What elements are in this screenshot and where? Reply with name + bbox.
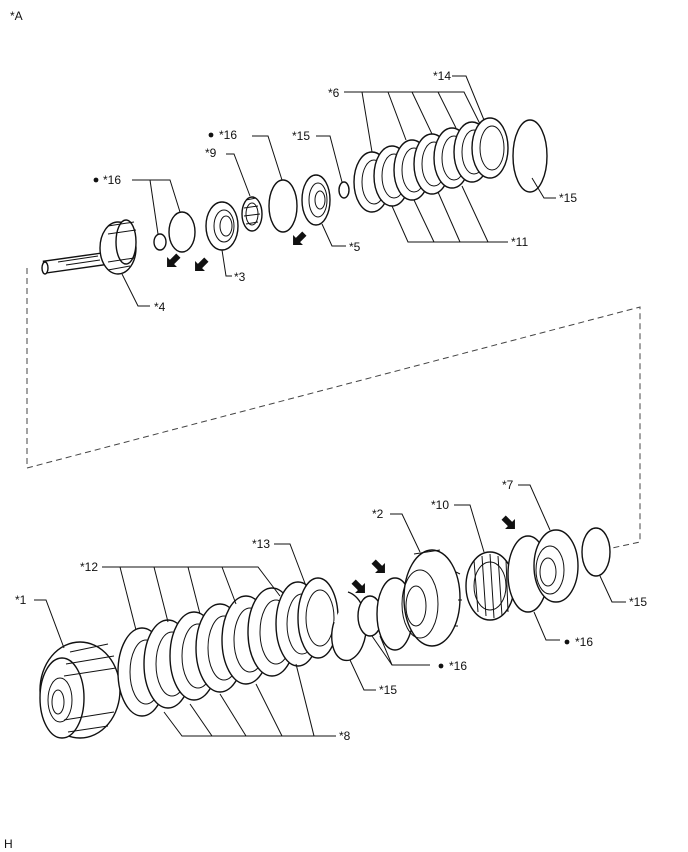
part-5-hub [301, 174, 331, 226]
install-arrow-icon [162, 250, 184, 272]
install-arrow-icon [498, 512, 520, 534]
callout-11: *11 [511, 235, 528, 249]
part-1-clutch-drum [39, 641, 121, 739]
install-arrow-icon [288, 228, 310, 250]
bullet-dot-icon [564, 639, 570, 645]
o-ring-16-large [268, 179, 298, 233]
callout-10: *10 [431, 498, 449, 512]
callout-3: *3 [234, 270, 246, 284]
part-4-input-shaft [41, 219, 137, 275]
clutch-pack-lower [117, 577, 339, 717]
lower-leader-lines [34, 484, 626, 737]
part-2-piston [401, 549, 462, 647]
o-ring-16-upper [168, 211, 196, 253]
alignment-dashed-line [26, 268, 641, 549]
callout-1: *1 [15, 593, 27, 607]
clutch-pack-upper [353, 117, 509, 213]
callout-5: *5 [349, 240, 361, 254]
callout-15-upper: *15 [559, 191, 577, 205]
callout-16-seal-ring: *16 [103, 173, 121, 187]
snap-ring-15-small [338, 181, 350, 199]
callout-15-lower-right: *15 [629, 595, 647, 609]
callout-16-right: *16 [575, 635, 593, 649]
seal-ring-16-small [153, 233, 167, 251]
part-10-return-spring [465, 551, 515, 621]
callout-15-lower-middle: *15 [379, 683, 397, 697]
bullet-dot-icon [93, 177, 99, 183]
snap-ring-15-upper [512, 119, 548, 193]
callout-6: *6 [328, 86, 340, 100]
callout-16-o-ring: *16 [219, 128, 237, 142]
callout-9: *9 [205, 146, 217, 160]
bullet-dot-icon [438, 663, 444, 669]
view-label: *A [10, 9, 23, 23]
part-3-race [205, 201, 239, 251]
part-9-needle-bearing [241, 196, 263, 232]
upper-leader-lines [121, 75, 556, 307]
snap-ring-15-lower-right [581, 527, 611, 577]
callout-8: *8 [339, 729, 351, 743]
part-7-cover [533, 529, 579, 603]
callout-15-small: *15 [292, 129, 310, 143]
callout-12: *12 [80, 560, 98, 574]
corner-code: H [4, 837, 13, 851]
install-arrow-icon [190, 254, 212, 276]
install-arrow-icon [368, 556, 390, 578]
callout-4: *4 [154, 300, 166, 314]
callout-16-lower: *16 [449, 659, 467, 673]
callout-13: *13 [252, 537, 270, 551]
callout-7: *7 [502, 478, 514, 492]
bullet-dot-icon [208, 132, 214, 138]
callout-14: *14 [433, 69, 451, 83]
callout-2: *2 [372, 507, 384, 521]
